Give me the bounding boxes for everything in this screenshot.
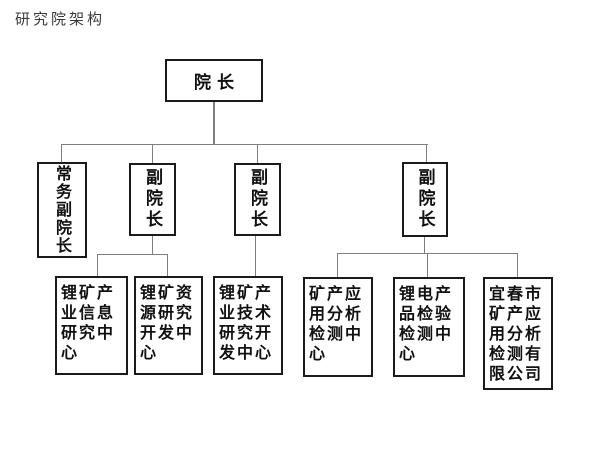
connector-root-horizontal xyxy=(61,144,428,145)
node-lithium-battery-inspection-center: 锂电产品检验检测中心 xyxy=(393,277,465,377)
connector-drop-level3-5 xyxy=(517,254,518,277)
node-president: 院长 xyxy=(165,59,263,102)
node-executive-vice-president: 常务副院长 xyxy=(37,162,87,258)
node-lithium-resources-rd-center: 锂矿资源研究开发中心 xyxy=(134,276,203,375)
connector-drop-level3-3 xyxy=(337,254,338,277)
node-mineral-analysis-testing-center: 矿产应用分析检测中心 xyxy=(303,277,373,377)
connector-vp3-vertical xyxy=(424,237,425,254)
connector-vp1-horizontal xyxy=(97,254,168,255)
node-yichun-mineral-analysis-company: 宜春市矿产应用分析检测有限公司 xyxy=(483,277,553,390)
node-vice-president-2: 副院长 xyxy=(234,163,281,236)
connector-drop-level3-0 xyxy=(97,255,98,276)
connector-vp1-vertical xyxy=(152,236,153,255)
node-lithium-industry-tech-rd-center: 锂矿产业技术研究开发中心 xyxy=(213,276,283,375)
page-title: 研究院架构 xyxy=(15,10,106,28)
connector-vp3-horizontal xyxy=(337,253,518,254)
connector-drop-level2-1 xyxy=(152,144,153,164)
connector-drop-level2-0 xyxy=(61,144,62,163)
connector-drop-level2-2 xyxy=(257,144,258,164)
connector-drop-level2-3 xyxy=(426,144,427,163)
connector-drop-level3-4 xyxy=(427,254,428,277)
node-vice-president-3: 副院长 xyxy=(402,162,448,237)
node-vice-president-1: 副院长 xyxy=(129,163,176,236)
connector-drop-level3-2 xyxy=(255,236,256,276)
connector-root-vertical xyxy=(213,102,215,145)
connector-drop-level3-1 xyxy=(167,255,168,276)
node-lithium-industry-info-research-center: 锂矿产业信息研究中心 xyxy=(55,276,128,375)
